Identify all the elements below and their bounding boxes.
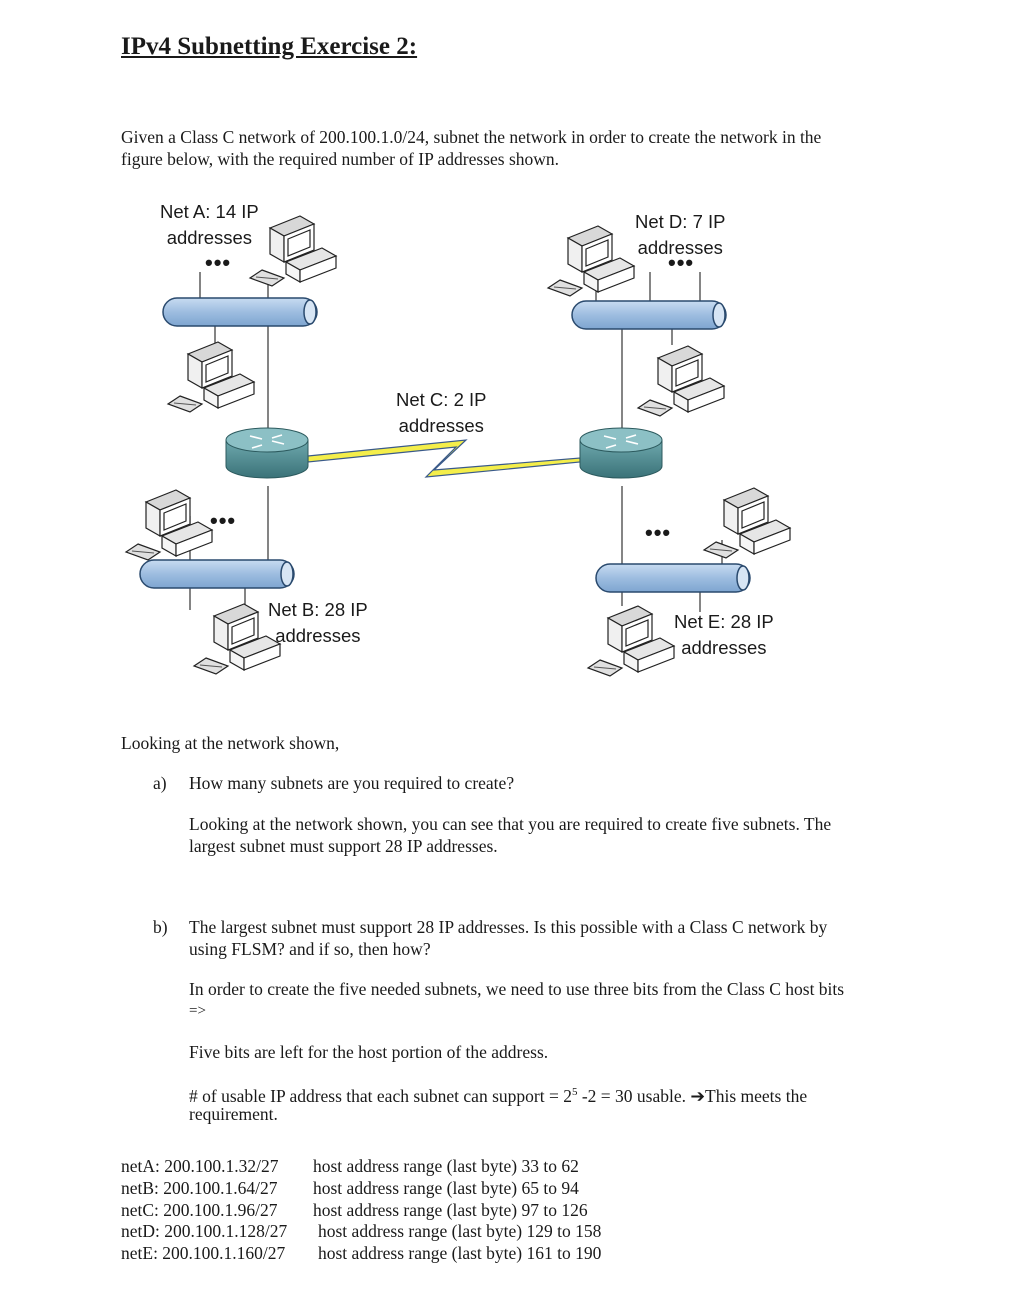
question-b-line-1: The largest subnet must support 28 IP ad… — [189, 917, 828, 937]
computer-icon — [167, 341, 255, 413]
net-c-label: Net C: 2 IP addresses — [396, 389, 487, 436]
bus-net-d — [571, 300, 727, 330]
question-b-marker: b) — [153, 917, 168, 937]
arrow-icon: ➔ — [690, 1085, 706, 1106]
computer-icon — [637, 345, 725, 417]
bus-net-b — [139, 559, 295, 589]
net-a-label: Net A: 14 IP addresses — [160, 201, 259, 248]
answer-b-line-3: Five bits are left for the host portion … — [189, 1042, 549, 1062]
question-a-text: How many subnets are you required to cre… — [189, 773, 515, 793]
serial-link-net-c — [307, 439, 581, 478]
computer-icon — [249, 215, 337, 287]
ellipsis-net-a: ••• — [205, 250, 232, 275]
net-d-label: Net D: 7 IP addresses — [635, 211, 726, 258]
ellipsis-net-d: ••• — [668, 250, 695, 275]
lead-in-text: Looking at the network shown, — [121, 733, 340, 753]
question-a-marker: a) — [153, 773, 167, 793]
answer-b-line-2: => — [189, 1003, 206, 1019]
computer-icon — [703, 487, 791, 559]
intro-line-1: Given a Class C network of 200.100.1.0/2… — [121, 127, 822, 147]
page-title: IPv4 Subnetting Exercise 2: — [121, 33, 418, 60]
diagram-canvas — [125, 215, 791, 677]
answer-a-line-1: Looking at the network shown, you can se… — [189, 814, 832, 834]
computer-icon — [125, 489, 213, 561]
intro-line-2: figure below, with the required number o… — [121, 149, 560, 169]
router-right — [579, 427, 663, 479]
computer-icon — [587, 605, 675, 677]
answer-b-line-1: In order to create the five needed subne… — [189, 979, 845, 999]
ellipsis-net-e: ••• — [645, 520, 672, 545]
bus-net-a — [162, 297, 318, 327]
cables — [189, 272, 723, 612]
net-b-label: Net B: 28 IP addresses — [268, 599, 368, 646]
answer-a-line-2: largest subnet must support 28 IP addres… — [189, 836, 498, 856]
net-e-label: Net E: 28 IP addresses — [674, 611, 774, 658]
question-b-line-2: using FLSM? and if so, then how? — [189, 939, 431, 959]
computer-icon — [547, 225, 635, 297]
usable-formula: # of usable IP address that each subnet … — [189, 1085, 808, 1106]
ellipsis-net-b: ••• — [210, 508, 237, 533]
usable-formula-line-2: requirement. — [189, 1104, 278, 1124]
router-left — [225, 427, 309, 479]
bus-net-e — [595, 563, 751, 593]
